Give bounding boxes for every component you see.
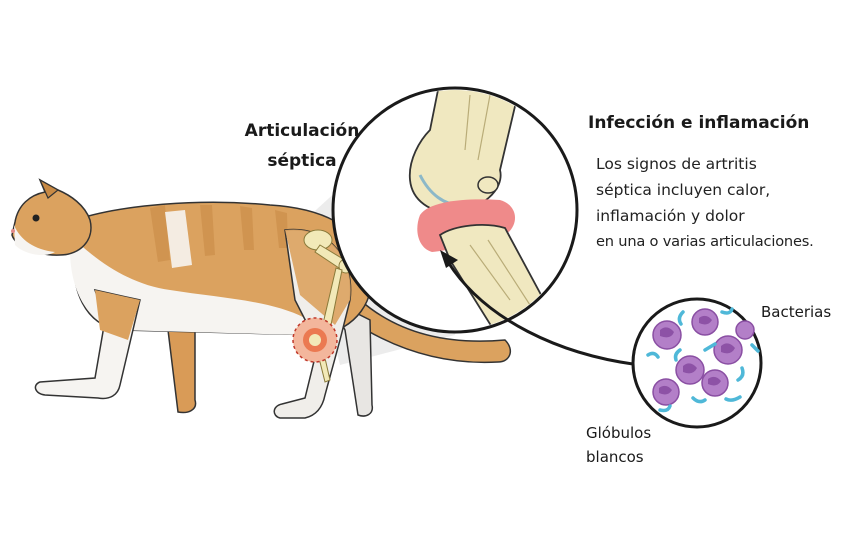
- septic-joint-title: Articulación séptica: [232, 116, 372, 176]
- infection-description-line2: séptica incluyen calor,: [596, 177, 814, 203]
- infection-description-line4: en una o varias articulaciones.: [596, 229, 814, 255]
- septic-joint-title-line1: Articulación: [232, 116, 372, 146]
- white-blood-cells-label-line2: blancos: [586, 445, 651, 469]
- infection-description-line1: Los signos de artritis: [596, 151, 814, 177]
- microscope-view: [633, 299, 761, 427]
- bacteria-label: Bacterias: [761, 303, 831, 321]
- white-blood-cells-label: Glóbulos blancos: [586, 421, 651, 469]
- cat-eye: [33, 215, 40, 222]
- infection-title: Infección e inflamación: [588, 113, 809, 133]
- infection-description: Los signos de artritis séptica incluyen …: [596, 151, 814, 255]
- septic-joint-title-line2: séptica: [232, 146, 372, 176]
- white-blood-cells-label-line1: Glóbulos: [586, 421, 651, 445]
- infection-description-line3: inflamación y dolor: [596, 203, 814, 229]
